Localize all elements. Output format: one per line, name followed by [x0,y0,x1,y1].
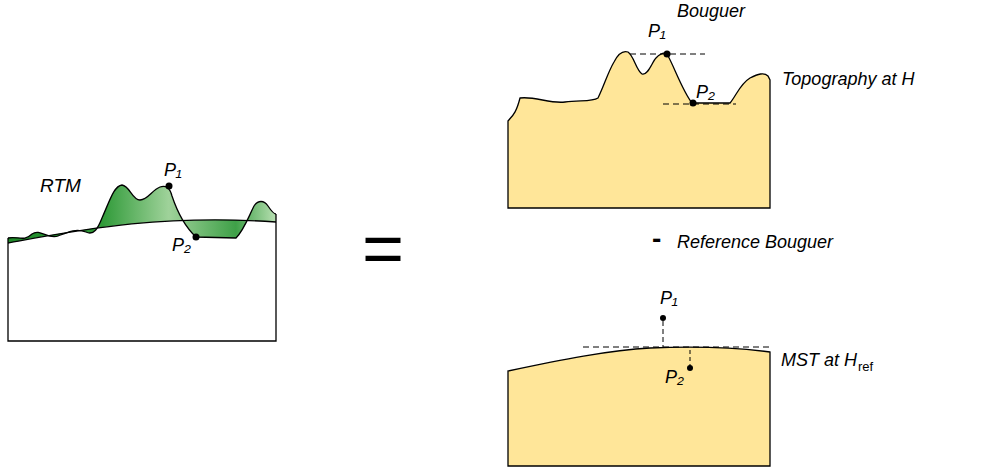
p2-drop [690,350,691,366]
point-p1 [166,183,173,190]
point-label: P₂ [696,83,715,101]
mst-block [508,347,770,466]
subscript: ref [858,360,873,373]
point-p1 [664,51,671,58]
rtm-box [8,214,276,341]
rtm-masses [8,185,276,341]
point-label: P₁ [648,22,666,40]
point-p2 [687,365,693,371]
surface-label: Topography at H [782,70,914,88]
p2-level [663,104,736,105]
point-label: P₁ [164,161,182,179]
point-p2 [193,234,200,241]
point-label: P₁ [660,289,678,307]
bouguer-block [508,51,770,208]
minus-sign: - [652,225,661,253]
reference-level [583,347,770,348]
equals-sign: = [362,212,404,284]
p1-drop [663,321,664,347]
reference-surface [8,220,276,243]
surface-label: MST at H [781,351,857,369]
point-p2 [690,100,697,107]
point-p1 [660,315,666,321]
point-label: P₂ [172,236,191,254]
panel-title: RTM [40,176,81,195]
point-label: P₂ [665,368,684,386]
operation-label: Reference Bouguer [677,233,833,251]
panel-title: Bouguer [677,2,745,20]
